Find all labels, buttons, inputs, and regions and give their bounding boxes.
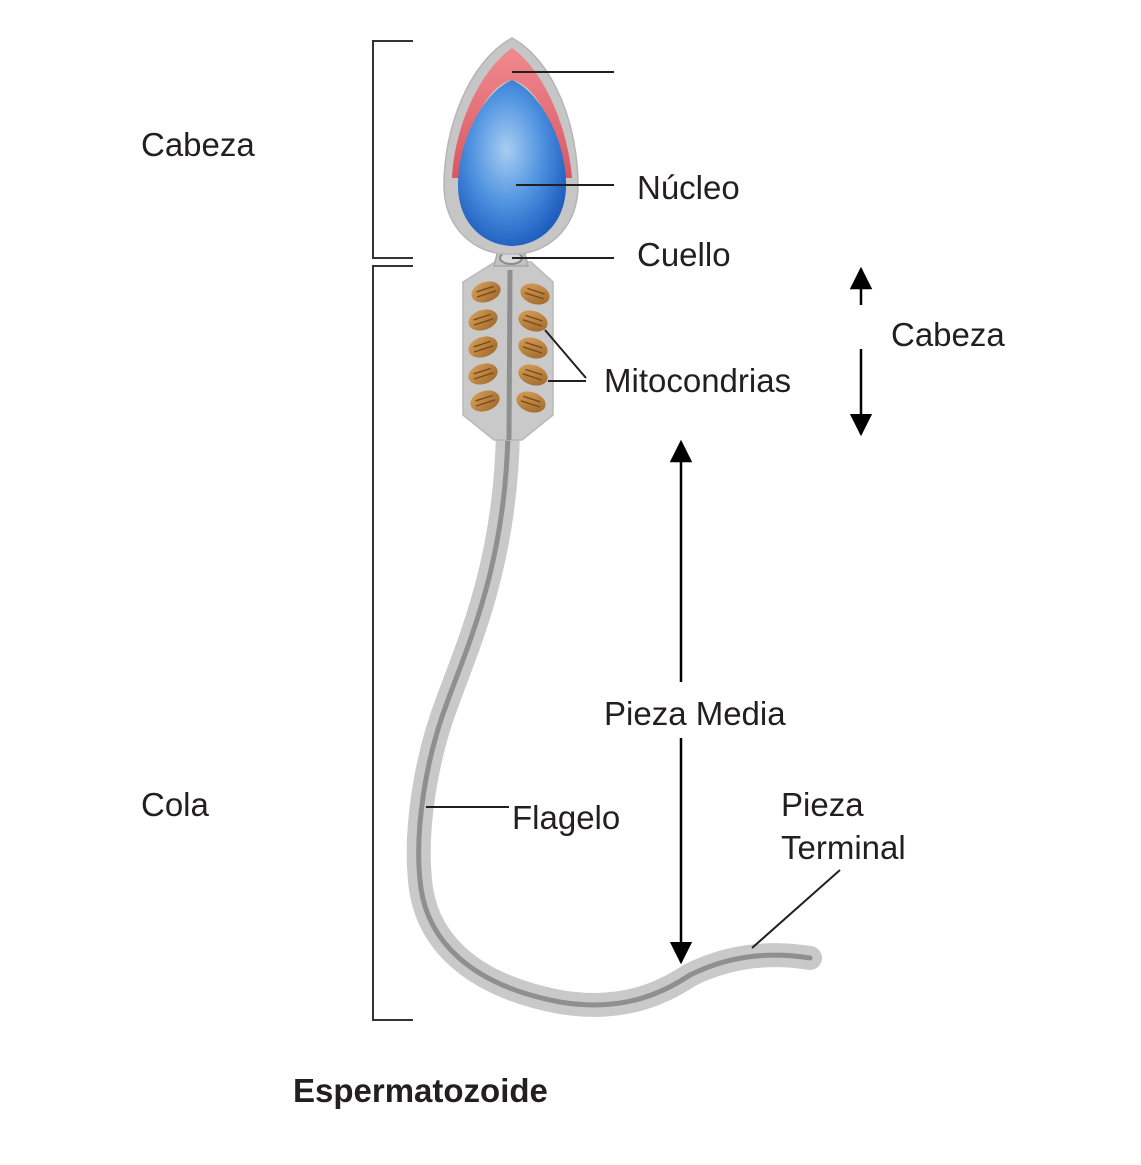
head-bracket (372, 40, 413, 259)
tail-region-label: Cola (141, 786, 210, 823)
diagram-caption: Espermatozoide (293, 1072, 548, 1109)
mitochondrion (471, 281, 501, 303)
mitochondria-leader-1 (544, 329, 587, 379)
leader-lines (426, 71, 841, 949)
mitochondrion (516, 391, 546, 413)
mitochondrion (468, 363, 498, 385)
mitochondria-right (516, 283, 550, 413)
neck-label: Cuello (637, 236, 731, 273)
mitochondrion (518, 310, 548, 332)
mitochondrion (470, 390, 500, 412)
mitochondria-label: Mitocondrias (604, 362, 791, 399)
end-piece-leader (751, 869, 841, 949)
nucleus-label: Núcleo (637, 169, 740, 206)
mitochondrion (518, 364, 548, 386)
mitochondrion (518, 337, 548, 359)
mitochondrion (468, 336, 498, 358)
flagellum-label: Flagelo (512, 799, 620, 836)
head-arrow-label: Cabeza (891, 316, 1005, 353)
nucleus (458, 80, 566, 246)
mitochondrion (468, 309, 498, 331)
sperm-cell (406, 37, 822, 1017)
midpiece-axoneme (506, 269, 513, 441)
end-piece-label-line1: Pieza (781, 786, 864, 823)
mitochondria-left (468, 281, 501, 412)
mitochondrion (520, 283, 550, 305)
midpiece-label: Pieza Media (604, 695, 786, 732)
dimension-arrows (669, 266, 873, 965)
end-piece-label-line2: Terminal (781, 829, 906, 866)
tail-axoneme (416, 427, 813, 1008)
acrosome-cap (452, 48, 572, 178)
head-region-label: Cabeza (141, 126, 255, 163)
tail-bracket (372, 265, 413, 1021)
